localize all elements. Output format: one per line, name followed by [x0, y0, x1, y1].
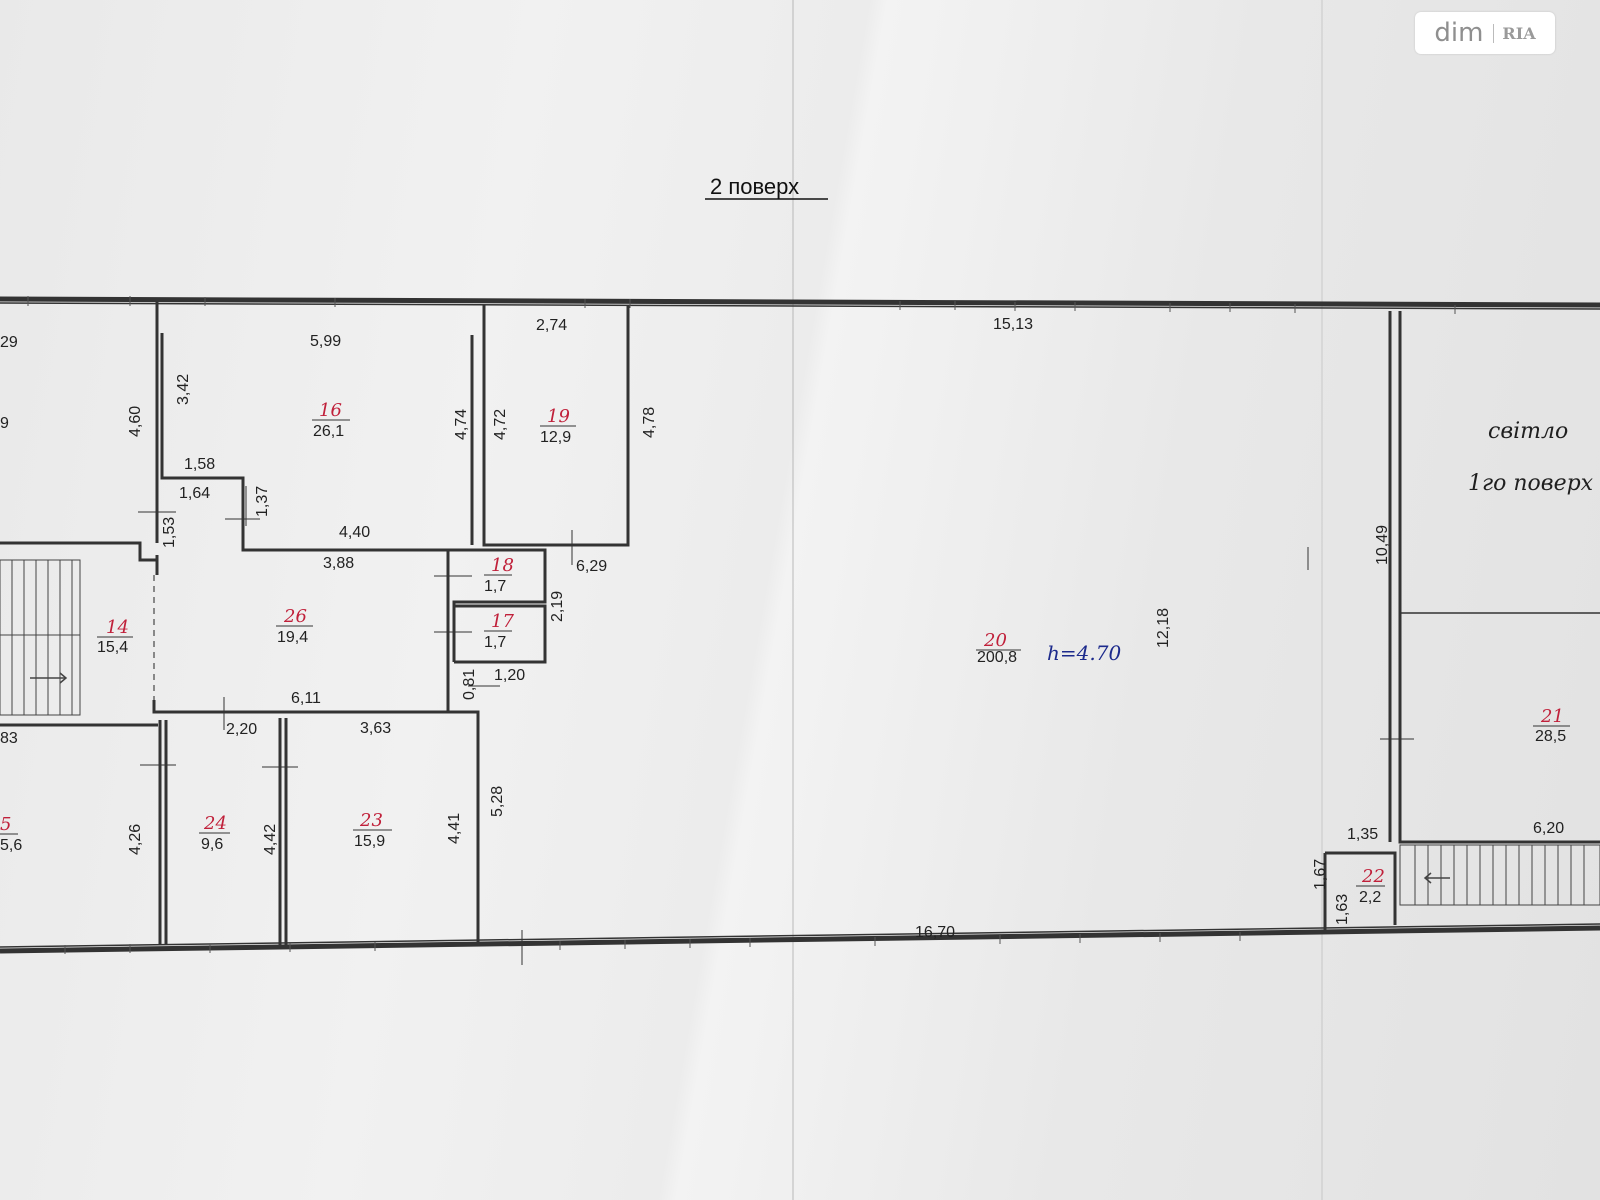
room-number: 20: [983, 630, 1007, 651]
room-area: 1,7: [484, 578, 506, 595]
left-stairs: [0, 559, 81, 716]
room-number: 26: [283, 606, 307, 627]
room-number: 17: [491, 611, 514, 632]
dim-label: 83: [0, 730, 18, 747]
dim-label: 16,70: [915, 924, 955, 941]
wall: [152, 700, 285, 714]
window-marks: [27, 296, 1456, 954]
wall: [454, 604, 547, 664]
room-area: 200,8: [977, 649, 1017, 666]
dim-label: 3,88: [323, 555, 354, 572]
dim-label: 2,20: [226, 721, 257, 738]
watermark-brand: dim: [1434, 18, 1484, 48]
wall: [482, 305, 630, 547]
light-note: світло: [1488, 419, 1568, 444]
room-area: 12,9: [540, 429, 571, 446]
dim-label: 1,58: [184, 456, 215, 473]
dim-label: 4,26: [127, 824, 144, 855]
room-labels: 9 16 26,1 19 12,9 18 1,7 17 1,7 26 19,4 …: [0, 400, 1570, 906]
dimension-ticks: [138, 486, 1414, 965]
room-number: 21: [1540, 706, 1564, 727]
room-area: 19,4: [277, 629, 308, 646]
dim-label: 6,29: [576, 558, 607, 575]
dimension-labels: 29 5,99 2,74 15,13 3,42 4,60 4,74 4,72 4…: [0, 316, 1564, 941]
paper-fold: [792, 0, 794, 1200]
dim-label: 12,18: [1155, 608, 1172, 648]
dim-label: 10,49: [1374, 525, 1391, 565]
room-number: 16: [319, 400, 342, 421]
room-area: 28,5: [1535, 728, 1566, 745]
room-number: 23: [359, 810, 383, 831]
dim-label: 15,13: [993, 316, 1033, 333]
dim-label: 4,72: [492, 409, 509, 440]
room-area: 26,1: [313, 423, 344, 440]
bottom-outer-wall-inner: [0, 923, 1600, 948]
room-number: 14: [106, 617, 129, 638]
dim-label: 6,20: [1533, 820, 1564, 837]
dim-label: 1,67: [1312, 859, 1329, 890]
dim-label: 1,53: [161, 517, 178, 548]
dim-label: 5,28: [489, 786, 506, 817]
paper-fold: [1321, 0, 1323, 1200]
outer-walls: [0, 296, 1600, 954]
dimria-watermark: dim RIA: [1415, 12, 1555, 54]
room-area: 9,6: [201, 836, 223, 853]
wall: [160, 333, 478, 552]
room-number: 24: [203, 813, 227, 834]
dim-label: 3,42: [175, 374, 192, 405]
dim-label: 3,63: [360, 720, 391, 737]
top-outer-wall-inner: [0, 302, 1600, 310]
dim-label: 4,78: [641, 407, 658, 438]
right-stairs: [1399, 844, 1600, 906]
wall: [1325, 851, 1397, 925]
plan-title: 2 поверх: [710, 174, 799, 199]
dim-label: 1,63: [1334, 894, 1351, 925]
room-area: 15,4: [97, 639, 128, 656]
dim-label: 4,41: [446, 813, 463, 844]
room-number: 19: [547, 406, 570, 427]
dim-label: 1,20: [494, 667, 525, 684]
dim-label: 4,60: [127, 406, 144, 437]
wall: [283, 710, 480, 945]
dim-label: 29: [0, 334, 18, 351]
dim-label: 4,74: [453, 409, 470, 440]
top-outer-wall: [0, 296, 1600, 308]
room-area: 2,2: [1359, 889, 1381, 906]
watermark-mark: RIA: [1493, 23, 1536, 43]
room-area: 1,7: [484, 634, 506, 651]
dim-label: 6,11: [291, 690, 321, 707]
dim-label: 4,42: [262, 824, 279, 855]
interior-walls: [0, 301, 1600, 945]
room-number: 22: [1361, 866, 1385, 887]
light-note: 1го поверх: [1468, 471, 1594, 496]
room-area: 5,6: [0, 837, 22, 854]
dim-label: 1,35: [1347, 826, 1378, 843]
dim-label: 1,37: [254, 486, 271, 517]
dim-label: 0,81: [461, 669, 478, 700]
dim-label: 4,40: [339, 524, 370, 541]
room-area: 15,9: [354, 833, 385, 850]
dim-label: 2,19: [549, 591, 566, 622]
room-number: 5: [0, 814, 11, 835]
room-number: 18: [491, 555, 514, 576]
wall: [452, 548, 547, 662]
room-area: 9: [0, 415, 9, 432]
dim-label: 5,99: [310, 333, 341, 350]
ceiling-height-note: h=4.70: [1047, 641, 1121, 665]
wall: [0, 541, 157, 562]
bottom-outer-wall: [0, 925, 1600, 954]
dim-label: 1,64: [179, 485, 210, 502]
dim-label: 2,74: [536, 317, 567, 334]
wall: [1398, 311, 1600, 844]
